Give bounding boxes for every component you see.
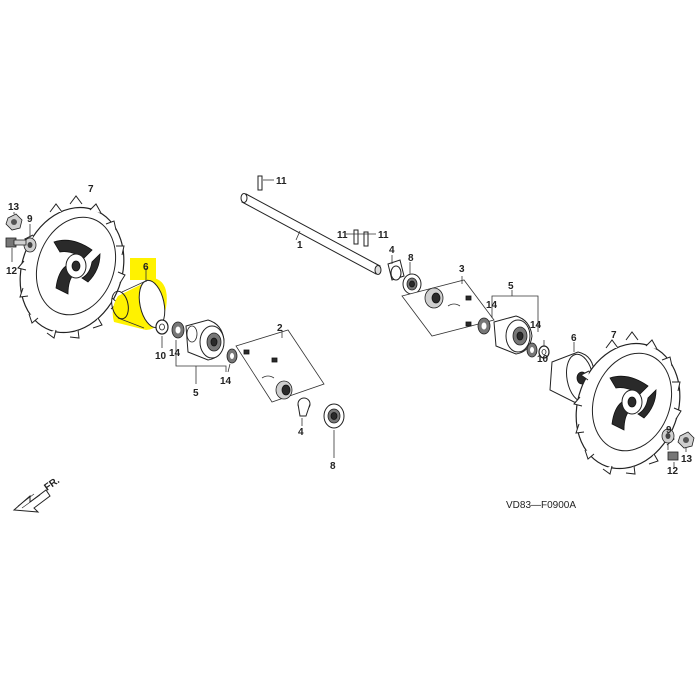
callout-wheel-left: 7	[88, 184, 94, 195]
bearing-lower[interactable]	[323, 403, 345, 458]
gear-left[interactable]	[185, 319, 225, 361]
pin-mid-a[interactable]	[353, 229, 359, 245]
callout-collar-lower: 4	[298, 427, 304, 438]
washer-right[interactable]	[661, 428, 675, 450]
diagram-code: VD83—F0900A	[506, 500, 576, 511]
callout-ring-right-b: 14	[530, 320, 542, 331]
bearing-box-right[interactable]	[235, 329, 325, 403]
callout-gear-right: 5	[508, 281, 514, 292]
callout-collar-upper: 4	[389, 245, 395, 256]
cap-highlighted[interactable]	[109, 258, 168, 330]
callout-clip-left: 10	[155, 351, 167, 362]
callout-clip-right: 10	[537, 354, 549, 365]
wheel-left[interactable]	[3, 193, 141, 347]
callout-bearing-box-right: 2	[277, 323, 283, 334]
pin-top[interactable]	[257, 175, 274, 191]
callout-ring-left-a: 14	[169, 348, 181, 359]
callout-gear-left: 5	[193, 388, 199, 399]
callout-pin-top: 11	[276, 176, 287, 187]
callout-bolt-right: 12	[667, 466, 679, 477]
bearing-box-left[interactable]	[401, 276, 495, 337]
nut-left[interactable]	[5, 212, 23, 231]
callout-wheel-right: 7	[611, 330, 617, 341]
front-direction-arrow	[12, 489, 51, 513]
callout-bearing-box-left: 3	[459, 264, 465, 275]
callout-washer-right: 9	[666, 425, 672, 436]
bolt-right[interactable]	[667, 451, 679, 468]
bearing-upper[interactable]	[402, 262, 422, 295]
callout-shaft: 1	[297, 240, 303, 251]
ring-left-a[interactable]	[171, 321, 185, 346]
callout-pin-mid-a: 11	[337, 230, 348, 241]
nut-right[interactable]	[677, 431, 695, 452]
collar-lower[interactable]	[297, 397, 311, 426]
ring-left-b[interactable]	[226, 348, 238, 373]
clip-left[interactable]	[155, 319, 169, 348]
callout-nut-left: 13	[8, 202, 20, 213]
callout-ring-left-b: 14	[220, 376, 232, 387]
ring-right-a[interactable]	[477, 312, 493, 335]
wheel-right[interactable]	[559, 329, 697, 483]
gear-right[interactable]	[493, 315, 533, 355]
shaft[interactable]	[240, 193, 382, 275]
pin-mid-b[interactable]	[346, 231, 376, 247]
ring-right-b[interactable]	[526, 342, 538, 358]
bolt-left[interactable]	[5, 237, 27, 262]
callout-bearing-lower: 8	[330, 461, 336, 472]
clip-right[interactable]	[538, 340, 550, 359]
callout-bearing-upper: 8	[408, 253, 414, 264]
callout-washer-left: 9	[27, 214, 33, 225]
callout-pin-mid-b: 11	[378, 230, 389, 241]
washer-left[interactable]	[23, 224, 37, 253]
callout-cap-highlighted: 6	[143, 262, 149, 273]
callout-cap-right: 6	[571, 333, 577, 344]
callout-bolt-left: 12	[6, 266, 18, 277]
callout-nut-right: 13	[681, 454, 693, 465]
collar-upper[interactable]	[387, 255, 405, 281]
callout-ring-right-a: 14	[486, 300, 498, 311]
